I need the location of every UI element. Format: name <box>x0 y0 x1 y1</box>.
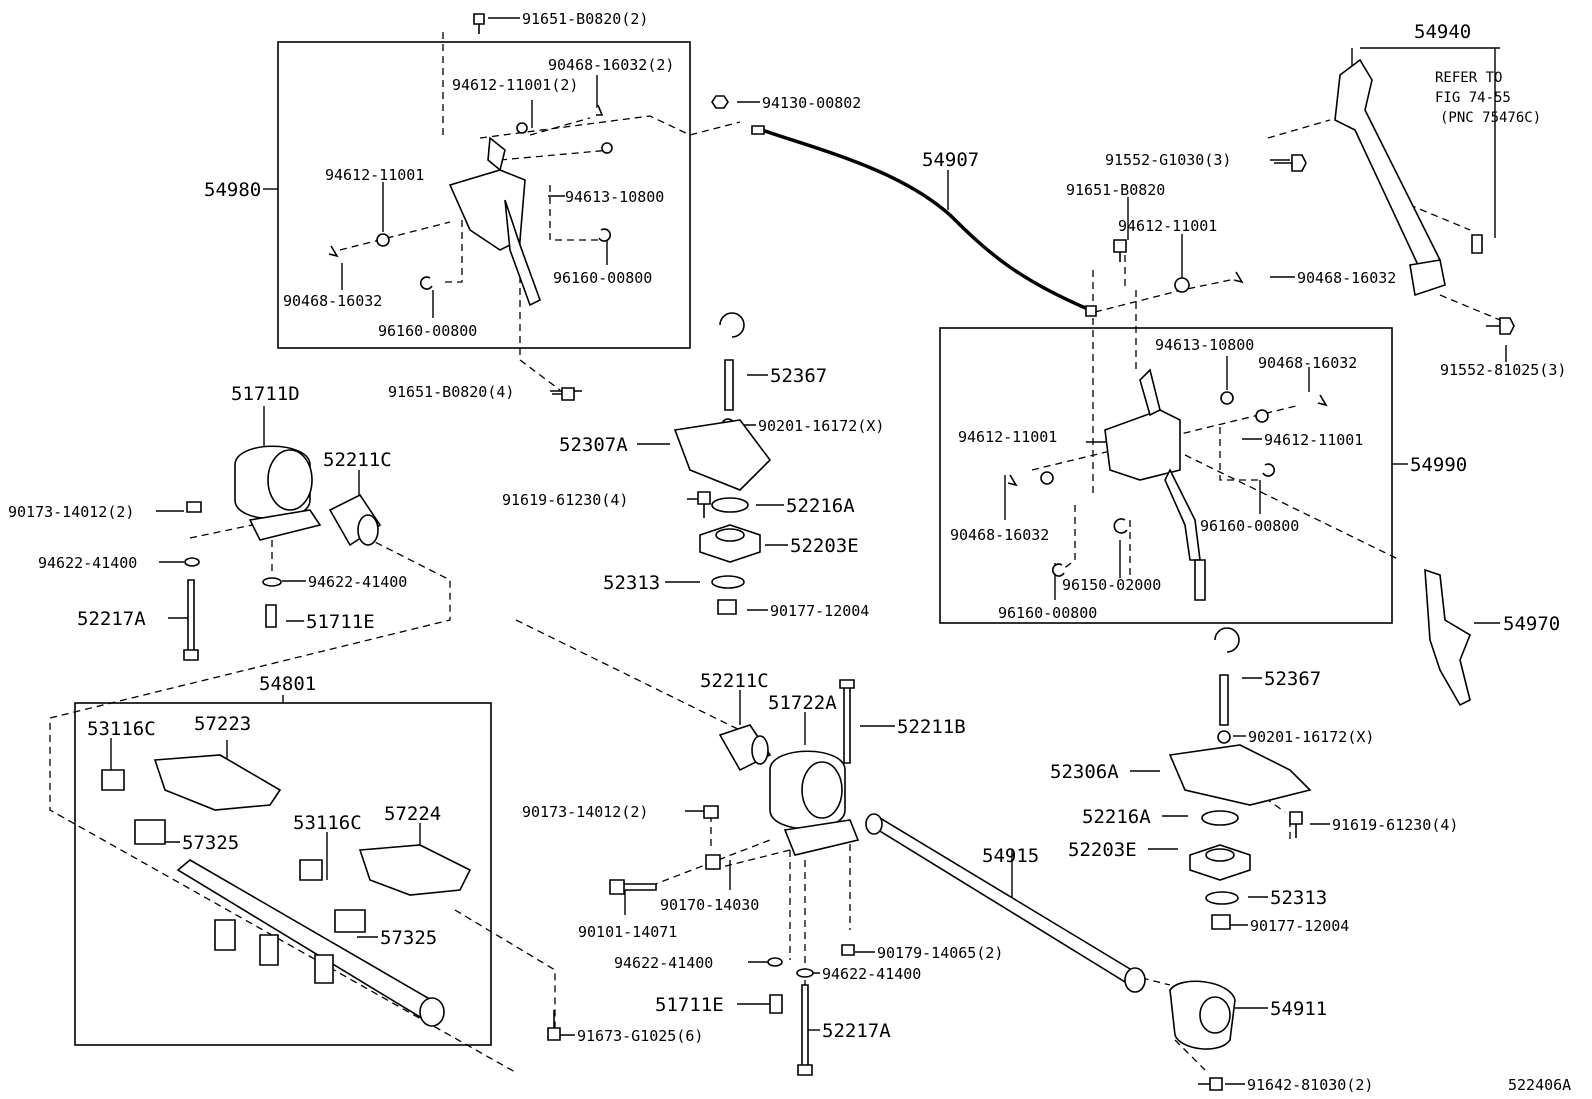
label-96160-00800-a: 96160-00800 <box>553 269 652 287</box>
label-52313-b: 52313 <box>1270 887 1327 909</box>
label-52367-b: 52367 <box>1264 668 1321 690</box>
label-90179-14065-2: 90179-14065(2) <box>877 944 1003 962</box>
label-57325-b: 57325 <box>380 927 437 949</box>
label-90201-16172-a: 90201-16172(X) <box>758 417 884 435</box>
label-94612-11001-d: 94612-11001 <box>1264 431 1363 449</box>
label-53116c-a: 53116C <box>87 718 156 740</box>
label-52216a-b: 52216A <box>1082 806 1151 828</box>
label-90468-16032-2: 90468-16032(2) <box>548 56 674 74</box>
label-96160-00800-b: 96160-00800 <box>378 322 477 340</box>
label-91673-g1025-6: 91673-G1025(6) <box>577 1027 703 1045</box>
label-52313-a: 52313 <box>603 572 660 594</box>
label-91552-81025-3: 91552-81025(3) <box>1440 361 1566 379</box>
label-52203e-b: 52203E <box>1068 839 1137 861</box>
label-54801: 54801 <box>259 673 316 695</box>
label-96160-00800-c: 96160-00800 <box>1200 517 1299 535</box>
box-54990 <box>939 327 1393 624</box>
label-54911: 54911 <box>1270 998 1327 1020</box>
label-91651-b0820-2: 91651-B0820(2) <box>522 10 648 28</box>
label-94622-41400-c: 94622-41400 <box>614 954 713 972</box>
label-90170-14030: 90170-14030 <box>660 896 759 914</box>
label-91651-b0820: 91651-B0820 <box>1066 181 1165 199</box>
label-52211c-a: 52211C <box>323 449 392 471</box>
label-94613-10800-a: 94613-10800 <box>565 188 664 206</box>
label-54940: 54940 <box>1414 21 1471 43</box>
label-90468-16032-a: 90468-16032 <box>283 292 382 310</box>
label-90173-14012-b: 90173-14012(2) <box>522 803 648 821</box>
label-94622-41400-b: 94622-41400 <box>308 573 407 591</box>
label-90173-14012-a: 90173-14012(2) <box>8 503 134 521</box>
label-94622-41400-a: 94622-41400 <box>38 554 137 572</box>
note-line-1: REFER TO <box>1435 70 1502 86</box>
label-54970: 54970 <box>1503 613 1560 635</box>
label-51722a: 51722A <box>768 692 837 714</box>
label-96160-00800-d: 96160-00800 <box>998 604 1097 622</box>
label-52217a-b: 52217A <box>822 1020 891 1042</box>
label-54907: 54907 <box>922 149 979 171</box>
label-91619-61230-b: 91619-61230(4) <box>1332 816 1458 834</box>
note-line-2: FIG 74-55 <box>1435 90 1511 106</box>
label-54915: 54915 <box>982 845 1039 867</box>
label-52367-a: 52367 <box>770 365 827 387</box>
label-52307a: 52307A <box>559 434 628 456</box>
label-90177-12004-b: 90177-12004 <box>1250 917 1349 935</box>
label-94613-10800-b: 94613-10800 <box>1155 336 1254 354</box>
label-52306a: 52306A <box>1050 761 1119 783</box>
label-52216a-a: 52216A <box>786 495 855 517</box>
label-51711e-a: 51711E <box>306 611 375 633</box>
label-57325-a: 57325 <box>182 832 239 854</box>
label-52203e-a: 52203E <box>790 535 859 557</box>
label-94622-41400-d: 94622-41400 <box>822 965 921 983</box>
label-90201-16172-b: 90201-16172(X) <box>1248 728 1374 746</box>
label-94612-11001-2: 94612-11001(2) <box>452 76 578 94</box>
label-91642-81030-2: 91642-81030(2) <box>1247 1076 1373 1094</box>
label-52217a-a: 52217A <box>77 608 146 630</box>
note-line-3: (PNC 75476C) <box>1440 110 1541 126</box>
label-94612-11001-b: 94612-11001 <box>1118 217 1217 235</box>
part-labels: 54980 91651-B0820(2) 90468-16032(2) 9461… <box>8 10 1571 1094</box>
label-54980: 54980 <box>204 179 261 201</box>
label-90468-16032-d: 90468-16032 <box>950 526 1049 544</box>
label-53116c-b: 53116C <box>293 812 362 834</box>
label-51711e-b: 51711E <box>655 994 724 1016</box>
label-51711d: 51711D <box>231 383 300 405</box>
label-91619-61230-a: 91619-61230(4) <box>502 491 628 509</box>
label-57223: 57223 <box>194 713 251 735</box>
part-shapes <box>101 13 1515 1091</box>
label-94612-11001-a: 94612-11001 <box>325 166 424 184</box>
label-90177-12004-a: 90177-12004 <box>770 602 869 620</box>
label-90468-16032-c: 90468-16032 <box>1258 354 1357 372</box>
label-57224: 57224 <box>384 803 441 825</box>
label-96150-02000: 96150-02000 <box>1062 576 1161 594</box>
label-90468-16032-b: 90468-16032 <box>1297 269 1396 287</box>
label-52211c-b: 52211C <box>700 670 769 692</box>
label-54990: 54990 <box>1410 454 1467 476</box>
label-90101-14071: 90101-14071 <box>578 923 677 941</box>
label-91651-b0820-4: 91651-B0820(4) <box>388 383 514 401</box>
figure-code: 522406A <box>1508 1076 1571 1094</box>
label-94612-11001-c: 94612-11001 <box>958 428 1057 446</box>
label-91552-g1030-3: 91552-G1030(3) <box>1105 151 1231 169</box>
label-94130-00802: 94130-00802 <box>762 94 861 112</box>
label-52211b: 52211B <box>897 716 966 738</box>
box-54980 <box>277 41 691 349</box>
